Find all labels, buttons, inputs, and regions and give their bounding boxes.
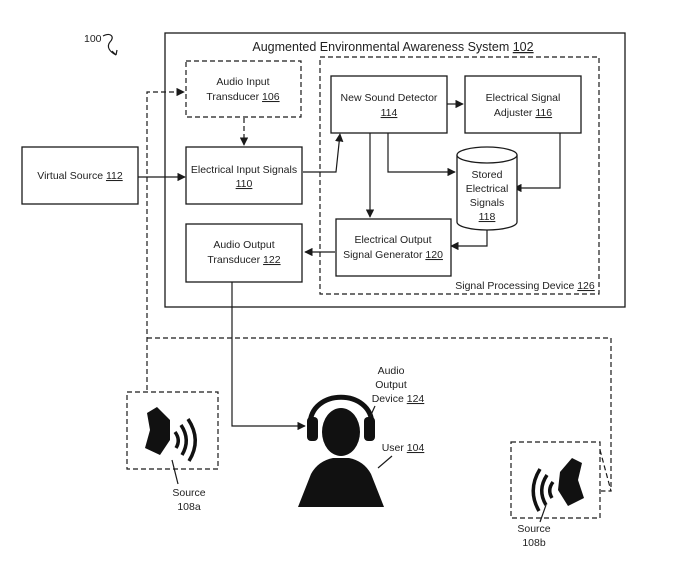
- figure-leader-line: [102, 33, 117, 56]
- source-b-box: [510, 441, 601, 519]
- figure-number: 100: [84, 33, 102, 45]
- cylinder-body: [456, 155, 518, 231]
- source-a-label-2: 108a: [177, 501, 201, 513]
- source-a-leader: [171, 459, 179, 485]
- output-signal-generator-label-2: Signal Generator 120: [343, 249, 443, 261]
- user-body: [298, 458, 384, 507]
- source-b-label-2: 108b: [522, 537, 546, 549]
- source-a-label-1: Source: [172, 487, 205, 499]
- environment-boundary: [147, 337, 612, 491]
- virtual-source-box: [21, 146, 139, 205]
- new-sound-detector-ref: 114: [381, 107, 398, 119]
- source-to-audio-input-connector: [146, 87, 185, 390]
- audio-output-device-leader: [369, 405, 376, 418]
- audio-output-device-label-2: Output: [375, 379, 407, 391]
- adjuster-to-stored-signals-connector: [513, 133, 561, 193]
- figure-reference: 100: [84, 33, 118, 56]
- audio-output-device-label-1: Audio: [378, 365, 405, 377]
- detector-to-stored-signals-connector: [387, 133, 456, 177]
- user-figure: [298, 394, 384, 507]
- system-title: Augmented Environmental Awareness System…: [252, 40, 533, 54]
- speaker-right-icon: [531, 458, 584, 512]
- audio-output-transducer-label-1: Audio Output: [213, 239, 274, 251]
- source-b-connector: [599, 449, 612, 492]
- source-b-leader: [539, 504, 547, 523]
- electrical-signal-adjuster-box: [464, 75, 582, 134]
- user-label: User 104: [382, 442, 425, 454]
- output-signal-generator-box: [335, 218, 452, 277]
- electrical-input-signals-label: Electrical Input Signals: [191, 164, 297, 176]
- figure-leader-arrowhead: [111, 49, 118, 56]
- signal-processing-device-label: Signal Processing Device 126: [455, 280, 595, 292]
- electrical-signal-adjuster-label-2: Adjuster 116: [494, 107, 552, 119]
- output-transducer-to-device-connector: [231, 282, 306, 431]
- audio-output-transducer-label-2: Transducer 122: [207, 254, 280, 266]
- speaker-left-icon: [145, 407, 197, 462]
- input-to-new-sound-detector-connector: [303, 133, 344, 173]
- stored-electrical-signals-cylinder: Stored Electrical Signals 118: [456, 146, 518, 231]
- headphone-left-cup: [307, 417, 318, 441]
- audio-input-transducer-box: [185, 60, 302, 118]
- source-b-label-1: Source: [517, 523, 550, 535]
- stored-signals-ref: 118: [479, 211, 496, 223]
- virtual-source-label: Virtual Source 112: [37, 170, 123, 182]
- source-a-box: [126, 391, 219, 470]
- audio-output-device-label-3: Device 124: [372, 393, 425, 405]
- stored-signals-label-2: Electrical: [466, 183, 509, 195]
- stored-signals-to-output-generator-connector: [450, 230, 488, 251]
- output-signal-generator-label-1: Electrical Output: [354, 234, 431, 246]
- electrical-input-signals-ref: 110: [236, 178, 253, 190]
- electrical-signal-adjuster-label-1: Electrical Signal: [486, 92, 561, 104]
- stored-signals-label-3: Signals: [470, 197, 504, 209]
- cylinder-top: [456, 146, 518, 164]
- headphone-band: [307, 394, 375, 426]
- user-leader: [377, 455, 393, 469]
- new-sound-detector-label: New Sound Detector: [341, 92, 438, 104]
- stored-signals-label-1: Stored: [472, 169, 503, 181]
- headphone-right-cup: [364, 417, 375, 441]
- audio-input-transducer-label-2: Transducer 106: [206, 91, 279, 103]
- new-sound-detector-box: [330, 75, 448, 134]
- audio-output-transducer-box: [185, 223, 303, 283]
- user-head: [322, 408, 360, 456]
- electrical-input-signals-box: [185, 146, 303, 205]
- audio-input-transducer-label-1: Audio Input: [216, 76, 269, 88]
- signal-processing-device-region: [319, 56, 600, 295]
